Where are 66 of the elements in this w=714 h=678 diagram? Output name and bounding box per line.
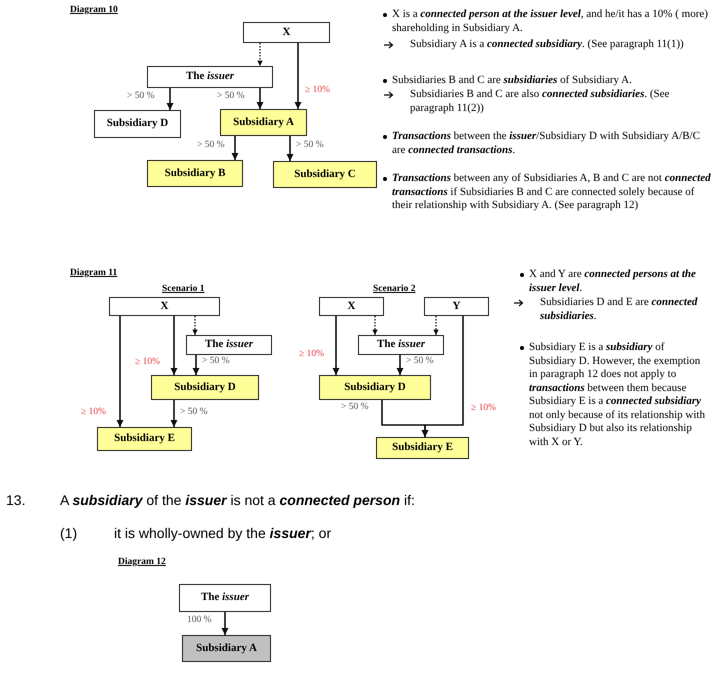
entity-box: Subsidiary A <box>220 109 307 136</box>
arrow <box>170 400 178 427</box>
note-text: X and Y are connected persons at the issuer level. <box>529 268 697 295</box>
entity-box: Subsidiary B <box>147 160 243 187</box>
entity-box: The issuer <box>358 335 444 355</box>
paragraph: 13. <box>6 492 26 510</box>
note-text: Transactions between any of Subsidiaries A, B and C are not connected transactions if Subsidiaries B and C are connected solely because of their relationship with Subsidiary A. (See paragraph 12) <box>392 172 712 212</box>
edge-label: ≥ 10% <box>134 358 162 368</box>
entity-box: X <box>243 22 330 43</box>
edge-label: 100 % <box>186 616 213 626</box>
note-text: Transactions between the issuer/Subsidiary D with Subsidiary A/B/C are connected transactions. <box>392 130 701 157</box>
entity-box: X <box>319 297 384 316</box>
edge-label: > 50 % <box>179 408 209 418</box>
paragraph: A subsidiary of the issuer is not a connected person if: <box>60 492 416 510</box>
edge-label: ≥ 10% <box>298 350 326 360</box>
arrow <box>332 316 340 375</box>
arrow <box>192 316 198 335</box>
entity-box: Subsidiary D <box>319 375 431 400</box>
entity-box: Subsidiary D <box>151 375 259 400</box>
arrow <box>116 316 124 427</box>
arrow <box>372 316 378 335</box>
arrow <box>294 43 302 109</box>
paragraph: (1) <box>60 525 78 542</box>
entity-box: X <box>109 297 220 316</box>
edge-label: > 50 % <box>126 92 156 102</box>
arrow <box>192 355 200 375</box>
entity-box: Y <box>424 297 489 316</box>
arrow <box>256 88 264 109</box>
note-text: Subsidiary A is a connected subsidiary. (See paragraph 11(1)) <box>410 38 685 52</box>
edge-label: > 50 % <box>196 141 226 150</box>
edge-label: > 50 % <box>201 357 231 366</box>
entity-box: Subsidiary C <box>273 161 377 188</box>
note-text: X is a connected person at the issuer level, and he/it has a 10% ( more) shareholding in Subsidiary A. <box>392 8 709 35</box>
edge-label: > 50 % <box>340 403 370 412</box>
arrow <box>221 612 229 635</box>
entity-box: The issuer <box>186 335 272 355</box>
diagram-heading: Scenario 1 <box>162 283 204 296</box>
edge-label: > 50 % <box>216 92 246 102</box>
edge-label: ≥ 10% <box>304 86 332 96</box>
arrow <box>257 43 263 66</box>
diagram-heading: Scenario 2 <box>373 283 416 296</box>
entity-box: Subsidiary A <box>182 635 271 662</box>
arrow <box>286 136 294 161</box>
arrow <box>170 316 178 375</box>
entity-box: Subsidiary E <box>97 427 192 451</box>
arrow <box>421 316 464 437</box>
arrow <box>396 355 404 375</box>
paragraph: it is wholly-owned by the issuer; or <box>114 525 332 542</box>
diagram-heading: Diagram 11 <box>70 267 118 280</box>
edge-label: ≥ 10% <box>80 408 108 418</box>
arrow <box>231 136 239 160</box>
edge-label: > 50 % <box>295 141 325 150</box>
arrow <box>166 88 174 110</box>
note-text: Subsidiaries B and C are subsidiaries of Subsidiary A. <box>392 74 633 88</box>
note-text: Subsidiaries B and C are also connected subsidiaries. (See paragraph 11(2)) <box>410 88 670 115</box>
edge-label: ≥ 10% <box>470 404 498 414</box>
entity-box: The issuer <box>179 584 271 612</box>
arrow <box>433 316 439 335</box>
entity-box: Subsidiary E <box>376 437 469 459</box>
note-text: Subsidiaries D and E are connected subsidiaries. <box>540 296 698 323</box>
diagram-heading: Diagram 10 <box>70 4 118 17</box>
entity-box: The issuer <box>147 66 273 88</box>
edge-label: > 50 % <box>405 357 435 366</box>
diagram-heading: Diagram 12 <box>118 556 166 569</box>
entity-box: Subsidiary D <box>94 110 181 138</box>
note-text: Subsidiary E is a subsidiary of Subsidiary D. However, the exemption in paragraph 12 does not apply to transactions between them because Subsidiary E is a connected subsidiary not only because of its relationship with Subsidiary D but also its relationship with X or Y. <box>529 341 706 449</box>
